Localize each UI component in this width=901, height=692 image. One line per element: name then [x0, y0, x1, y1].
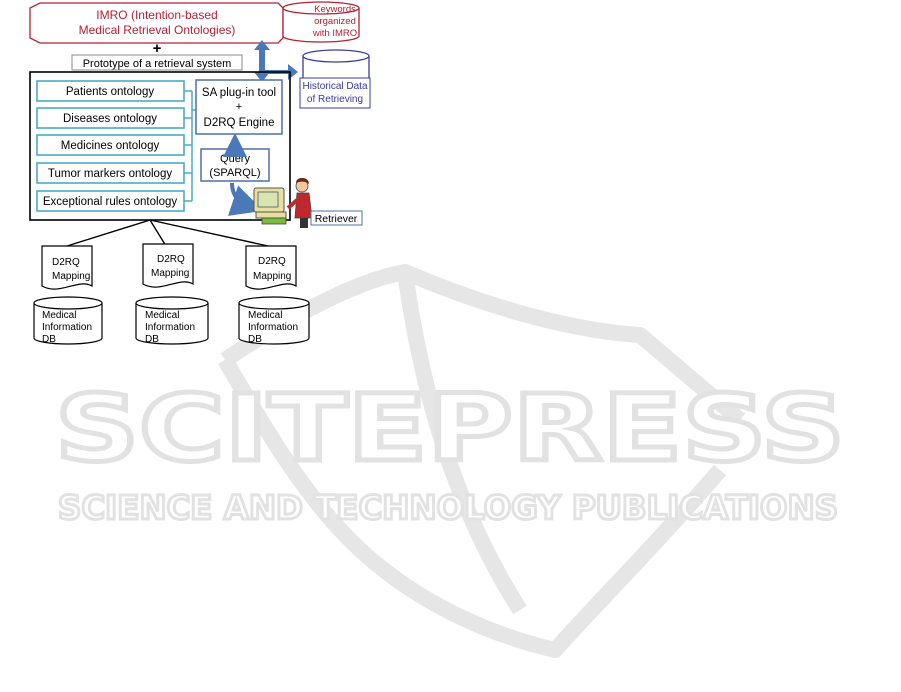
ontology-box-exceptional-rules: Exceptional rules ontology	[36, 190, 185, 212]
ontology-label: Exceptional rules ontology	[43, 196, 177, 208]
imro-box: IMRO (Intention-based Medical Retrieval …	[29, 2, 284, 44]
retriever-person-icon	[253, 177, 313, 228]
ontology-box-diseases: Diseases ontology	[36, 107, 185, 129]
prototype-label-box: Prototype of a retrieval system	[71, 54, 243, 71]
db-label-line1: Medical	[145, 310, 179, 321]
query-line1: Query	[220, 153, 250, 165]
mapping-label-line1: D2RQ	[157, 254, 185, 265]
mapping-connector-lines	[66, 219, 269, 247]
historical-db-line1: Historical Data	[302, 81, 367, 92]
ontology-box-patients: Patients ontology	[36, 80, 185, 102]
ontology-label: Diseases ontology	[63, 113, 157, 125]
db-label-line3: DB	[145, 334, 159, 345]
plus-sign: +	[153, 40, 162, 57]
vertical-double-arrow-icon	[254, 40, 270, 82]
ontology-list: Patients ontology Diseases ontology Medi…	[36, 80, 185, 212]
db-label-line2: Information	[145, 322, 195, 333]
db-label-line2: Information	[42, 322, 92, 333]
sa-tool-line3: D2RQ Engine	[204, 117, 275, 129]
db-label-line3: DB	[248, 334, 262, 345]
historical-db-cylinder: Historical Data of Retrieving	[299, 49, 371, 109]
sa-tool-line2: +	[236, 101, 242, 113]
keywords-db-line3: with IMRO	[312, 28, 357, 39]
db-label-line3: DB	[42, 334, 56, 345]
watermark-tagline: SCIENCE AND TECHNOLOGY PUBLICATIONS	[58, 488, 838, 527]
db-label-line1: Medical	[248, 310, 282, 321]
medical-db-cylinder-2: Medical Information DB	[135, 296, 209, 345]
db-label-line1: Medical	[42, 310, 76, 321]
keywords-db-cylinder: Keywords organized with IMRO	[282, 1, 360, 43]
db-label-line2: Information	[248, 322, 298, 333]
mapping-label-line2: Mapping	[151, 268, 189, 279]
prototype-label: Prototype of a retrieval system	[83, 58, 232, 70]
mapping-doc-3: D2RQ Mapping	[245, 245, 297, 290]
ontology-label: Medicines ontology	[61, 140, 160, 152]
scitepress-watermark: SCITEPRESS SCIENCE AND TECHNOLOGY PUBLIC…	[53, 264, 848, 658]
query-box: Query (SPARQL)	[200, 148, 270, 182]
keywords-db-line1: Keywords	[314, 4, 356, 15]
mapping-label-line2: Mapping	[253, 271, 291, 282]
retriever-label: Retriever	[315, 213, 358, 225]
medical-db-cylinder-3: Medical Information DB	[238, 296, 310, 345]
historical-db-line2: of Retrieving	[307, 94, 363, 105]
ontology-box-tumor-markers: Tumor markers ontology	[36, 162, 185, 184]
imro-title-line2: Medical Retrieval Ontologies)	[79, 23, 236, 37]
watermark-brand: SCITEPRESS	[55, 375, 845, 482]
sa-tool-line1: SA plug-in tool	[202, 87, 276, 99]
query-line2: (SPARQL)	[209, 167, 260, 179]
mapping-label-line1: D2RQ	[258, 256, 286, 267]
blue-connector-arrows	[254, 40, 298, 82]
ontology-connector-lines	[184, 90, 196, 202]
keywords-db-line2: organized	[314, 16, 356, 27]
mapping-label-line2: Mapping	[52, 271, 90, 282]
mapping-doc-1: D2RQ Mapping	[41, 245, 93, 290]
retrieval-system-box	[29, 71, 291, 221]
mapping-label-line1: D2RQ	[52, 257, 80, 268]
ontology-box-medicines: Medicines ontology	[36, 134, 185, 156]
mapping-doc-2: D2RQ Mapping	[142, 243, 194, 288]
imro-title-line1: IMRO (Intention-based	[96, 8, 217, 22]
sa-tool-box: SA plug-in tool + D2RQ Engine	[195, 79, 283, 135]
ontology-label: Tumor markers ontology	[48, 168, 172, 180]
retriever-to-query-arrow-icon	[227, 182, 264, 216]
ontology-label: Patients ontology	[66, 86, 154, 98]
medical-db-cylinder-1: Medical Information DB	[33, 296, 103, 345]
retriever-label-box: Retriever	[310, 210, 363, 226]
